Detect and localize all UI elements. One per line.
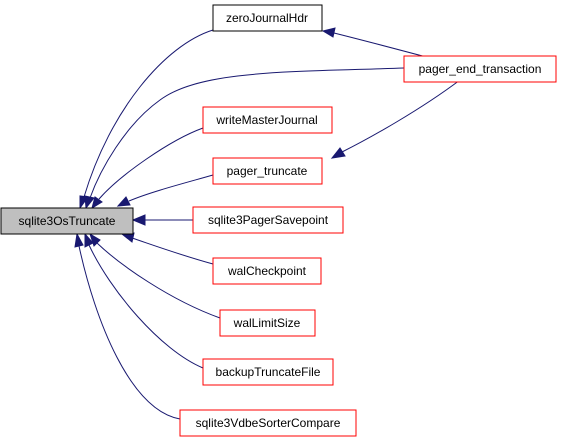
node-pager_end_transaction[interactable]: pager_end_transaction — [403, 55, 557, 83]
nodes: sqlite3OsTruncate zeroJournalHdr pager_e… — [0, 4, 557, 437]
node-sqlite3OsTruncate-label: sqlite3OsTruncate — [19, 214, 116, 228]
edge-pager_truncate-to-root — [116, 174, 214, 207]
node-writeMasterJournal-label: writeMasterJournal — [215, 113, 317, 127]
edge-pager_end_transaction-to-root — [84, 67, 405, 210]
node-walCheckpoint-label: walCheckpoint — [227, 264, 307, 278]
node-walLimitSize-label: walLimitSize — [233, 316, 301, 330]
edge-walCheckpoint-to-root — [120, 232, 214, 265]
node-pager_end_transaction-label: pager_end_transaction — [419, 62, 542, 76]
edge-sqlite3VdbeSorterCompare-to-root — [74, 232, 181, 420]
node-sqlite3PagerSavepoint-label: sqlite3PagerSavepoint — [208, 213, 329, 227]
node-walLimitSize[interactable]: walLimitSize — [219, 309, 316, 337]
node-pager_truncate[interactable]: pager_truncate — [212, 157, 323, 185]
edge-pager_end_transaction-to-zeroJournalHdr — [321, 27, 431, 59]
node-sqlite3VdbeSorterCompare[interactable]: sqlite3VdbeSorterCompare — [179, 409, 357, 437]
node-walCheckpoint[interactable]: walCheckpoint — [212, 257, 322, 285]
edge-backupTruncateFile-to-root — [84, 232, 204, 369]
node-zeroJournalHdr[interactable]: zeroJournalHdr — [212, 4, 323, 32]
node-pager_truncate-label: pager_truncate — [227, 164, 308, 178]
edge-zeroJournalHdr-to-root — [79, 29, 214, 210]
edge-pager_end_transaction-to-pager_truncate — [330, 79, 461, 159]
node-sqlite3VdbeSorterCompare-label: sqlite3VdbeSorterCompare — [196, 416, 341, 430]
node-backupTruncateFile[interactable]: backupTruncateFile — [202, 358, 334, 386]
node-backupTruncateFile-label: backupTruncateFile — [216, 365, 321, 379]
node-sqlite3OsTruncate: sqlite3OsTruncate — [0, 207, 134, 235]
edge-walLimitSize-to-root — [89, 232, 221, 319]
node-zeroJournalHdr-label: zeroJournalHdr — [226, 11, 308, 25]
node-sqlite3PagerSavepoint[interactable]: sqlite3PagerSavepoint — [192, 206, 344, 234]
node-writeMasterJournal[interactable]: writeMasterJournal — [202, 106, 333, 134]
edge-writeMasterJournal-to-root — [91, 127, 204, 210]
edge-sqlite3PagerSavepoint-to-root — [131, 214, 193, 226]
